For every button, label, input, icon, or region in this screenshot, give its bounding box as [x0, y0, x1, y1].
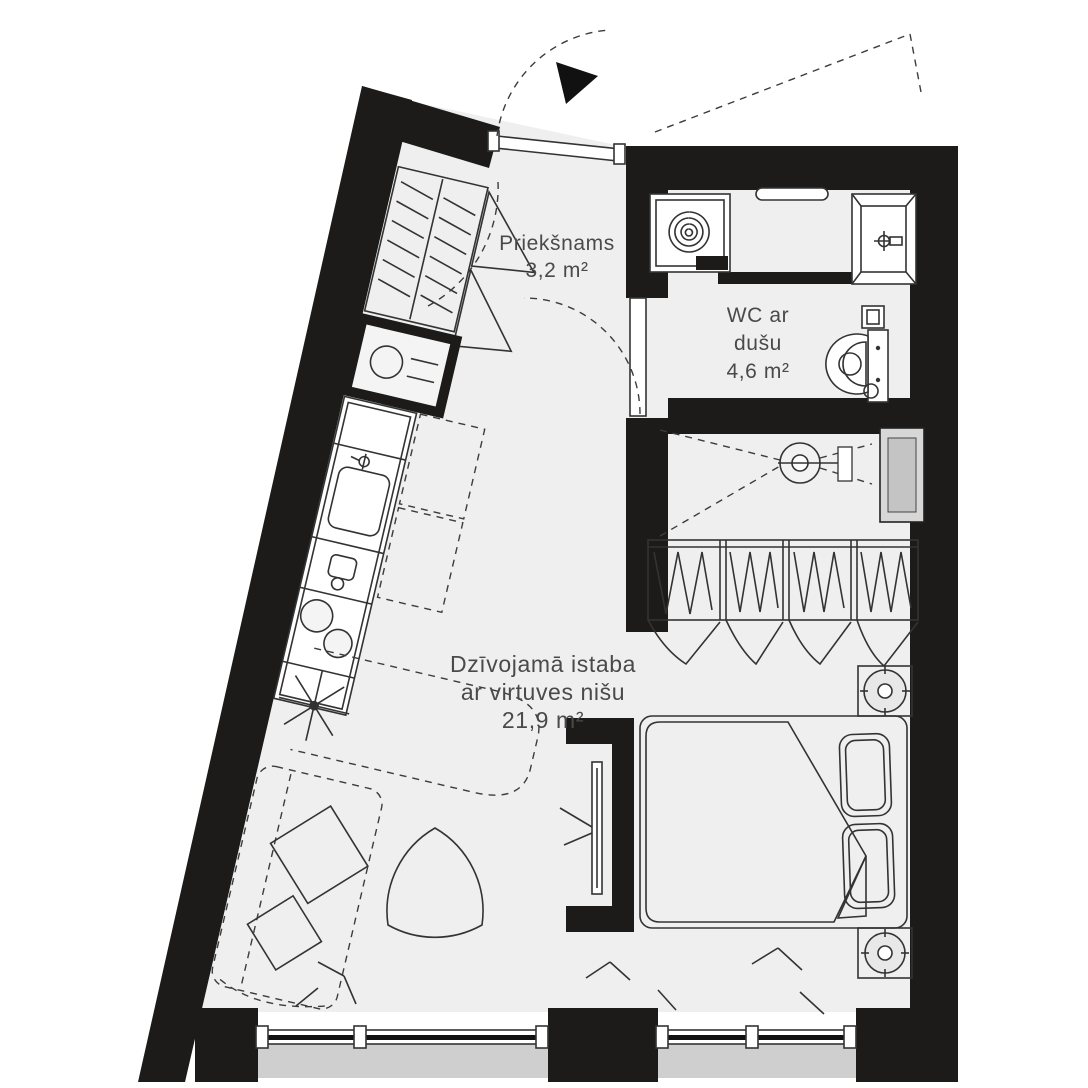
hall-wardrobe-door-swing: [427, 181, 499, 307]
nightstand-top: [857, 665, 913, 717]
wall-mounted-fixture-icon: [778, 442, 853, 484]
bathroom-label-line1: WC ar: [727, 304, 790, 327]
wall-tv-partition: [566, 718, 634, 932]
entrance: [487, 29, 922, 165]
bathroom-door-leaf: [629, 297, 647, 417]
washbasin: [851, 193, 917, 285]
window-sills: [258, 1044, 856, 1078]
hanging-clothes-icon: [653, 551, 912, 615]
bathroom-area: 4,6 m²: [726, 360, 789, 383]
pendant-light-icon: [278, 670, 350, 741]
entrance-door-jamb-left: [487, 130, 500, 152]
window-right: [655, 1025, 857, 1049]
tv: [559, 761, 603, 895]
right-wall-niche: [879, 427, 925, 523]
small-basin: [327, 553, 358, 591]
lamp-icon: [861, 929, 909, 977]
sofa-cushion: [269, 804, 369, 905]
sofa-cushion: [246, 894, 323, 971]
bed-area: [559, 665, 913, 979]
hallway-label: Priekšnams: [499, 232, 615, 255]
window-opening-marks: [295, 947, 825, 1015]
floor-drain-icon: [863, 383, 879, 399]
window-left: [255, 1025, 549, 1049]
upper-cabinets-dashed: [376, 413, 486, 614]
windows: [255, 947, 857, 1049]
hallway-area: 3,2 m²: [525, 259, 588, 282]
drain-spiral-icon: [668, 211, 710, 253]
nightstand-bottom: [857, 927, 913, 979]
coffee-table: [386, 827, 484, 939]
sofa-dashed: [211, 765, 383, 1010]
wardrobe-folding-doors: [451, 189, 536, 353]
duvet-fold: [836, 855, 867, 919]
shower-tray: [649, 193, 731, 273]
entrance-door-swing: [496, 29, 611, 137]
bed: [639, 715, 908, 929]
living-room-label-line1: Dzīvojamā istaba: [450, 651, 636, 677]
living-room-area: 21,9 m²: [502, 707, 584, 733]
entrance-arrow-icon: [556, 62, 598, 104]
slanted-wall-furniture: [211, 165, 540, 1010]
wall-shower-partition: [718, 272, 852, 284]
bathroom-door-swing: [523, 297, 641, 415]
wall-mid-lower: [626, 418, 668, 632]
bathroom: [523, 187, 917, 417]
hob-burners-icon: [299, 599, 353, 659]
hanging-clothes-icon: [377, 180, 476, 314]
common-area-dashed-line: [654, 33, 922, 133]
hall-wardrobe: [363, 165, 536, 353]
pillows: [838, 732, 896, 910]
toilet: [825, 305, 889, 403]
kitchen-sink: [327, 453, 391, 537]
storage-niche: [659, 429, 873, 537]
duvet: [645, 721, 867, 923]
wall-left-slanted: [138, 86, 412, 1082]
towel-rail: [755, 187, 829, 201]
tap-icon: [874, 231, 903, 251]
lamp-icon: [860, 666, 910, 716]
wall-top-left: [362, 86, 500, 168]
wall-bottom-pier-mid: [548, 1008, 658, 1082]
living-room-label-line2: ar virtuves nišu: [461, 679, 625, 705]
service-shaft: [339, 312, 463, 419]
room-labels: Priekšnams 3,2 m² WC ar dušu 4,6 m² Dzīv…: [450, 232, 790, 733]
wall-bottom-pier-right: [856, 1008, 958, 1082]
bathroom-label-line2: dušu: [734, 332, 782, 355]
tap-icon: [350, 453, 370, 470]
dining-table-dashed: [290, 647, 540, 796]
wall-bottom-pier-left: [195, 1008, 258, 1082]
entrance-door-jamb-right: [613, 143, 626, 165]
wall-bathroom-top: [626, 146, 958, 190]
